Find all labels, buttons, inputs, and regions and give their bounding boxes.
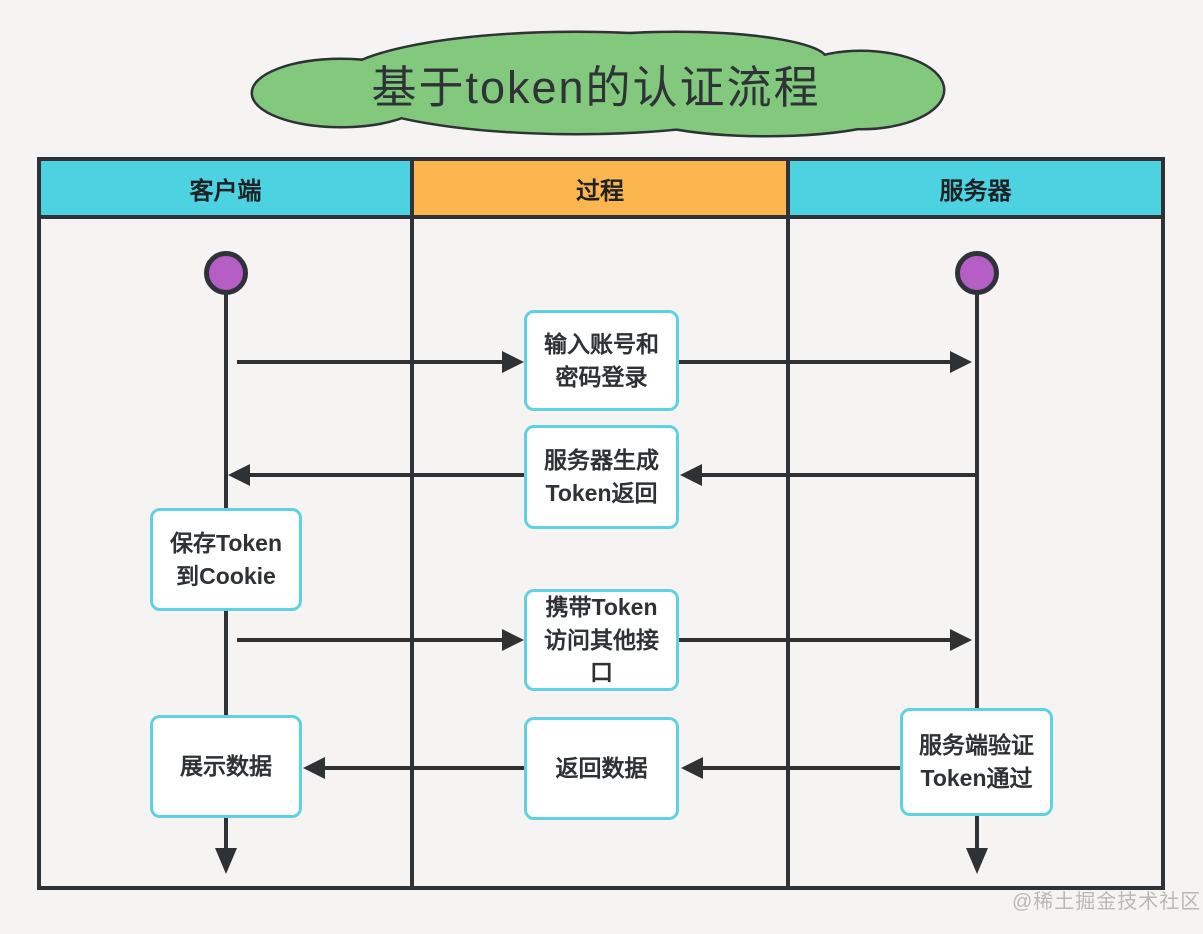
arrowhead-right-icon — [950, 629, 972, 651]
arrowhead-down-icon — [966, 848, 988, 874]
node-carry-token: 携带Token 访问其他接 口 — [524, 589, 679, 691]
lane-header-process: 过程 — [414, 161, 786, 215]
node-input-login: 输入账号和 密码登录 — [524, 310, 679, 411]
arrow-line — [703, 766, 900, 770]
arrowhead-right-icon — [502, 351, 524, 373]
watermark: @稀土掘金技术社区 — [1012, 891, 1202, 913]
node-token-return: 服务器生成 Token返回 — [524, 425, 679, 529]
node-return-data: 返回数据 — [524, 717, 679, 820]
node-verify-token: 服务端验证 Token通过 — [900, 708, 1053, 816]
arrowhead-left-icon — [681, 757, 703, 779]
arrowhead-down-icon — [215, 848, 237, 874]
title-cloud-shape — [250, 30, 946, 138]
lane-divider-left — [410, 219, 414, 886]
arrowhead-right-icon — [950, 351, 972, 373]
arrow-line — [325, 766, 524, 770]
arrowhead-left-icon — [228, 464, 250, 486]
node-show-data: 展示数据 — [150, 715, 302, 818]
arrow-line — [702, 473, 977, 477]
arrowhead-right-icon — [502, 629, 524, 651]
arrowhead-left-icon — [680, 464, 702, 486]
lane-header-server: 服务器 — [790, 161, 1161, 215]
swimlane-body-frame — [37, 219, 1165, 890]
arrow-line — [237, 638, 502, 642]
arrow-line — [679, 360, 950, 364]
client-start-node — [204, 251, 248, 295]
arrow-line — [679, 638, 950, 642]
server-lifeline — [975, 293, 979, 850]
node-save-cookie: 保存Token 到Cookie — [150, 508, 302, 611]
arrowhead-left-icon — [303, 757, 325, 779]
lane-header-row: 客户端 过程 服务器 — [37, 157, 1165, 219]
lane-divider-right — [786, 219, 790, 886]
arrow-line — [250, 473, 524, 477]
page-title: 基于token的认证流程 — [371, 61, 821, 113]
arrow-line — [237, 360, 502, 364]
server-start-node — [955, 251, 999, 295]
lane-header-client: 客户端 — [41, 161, 410, 215]
